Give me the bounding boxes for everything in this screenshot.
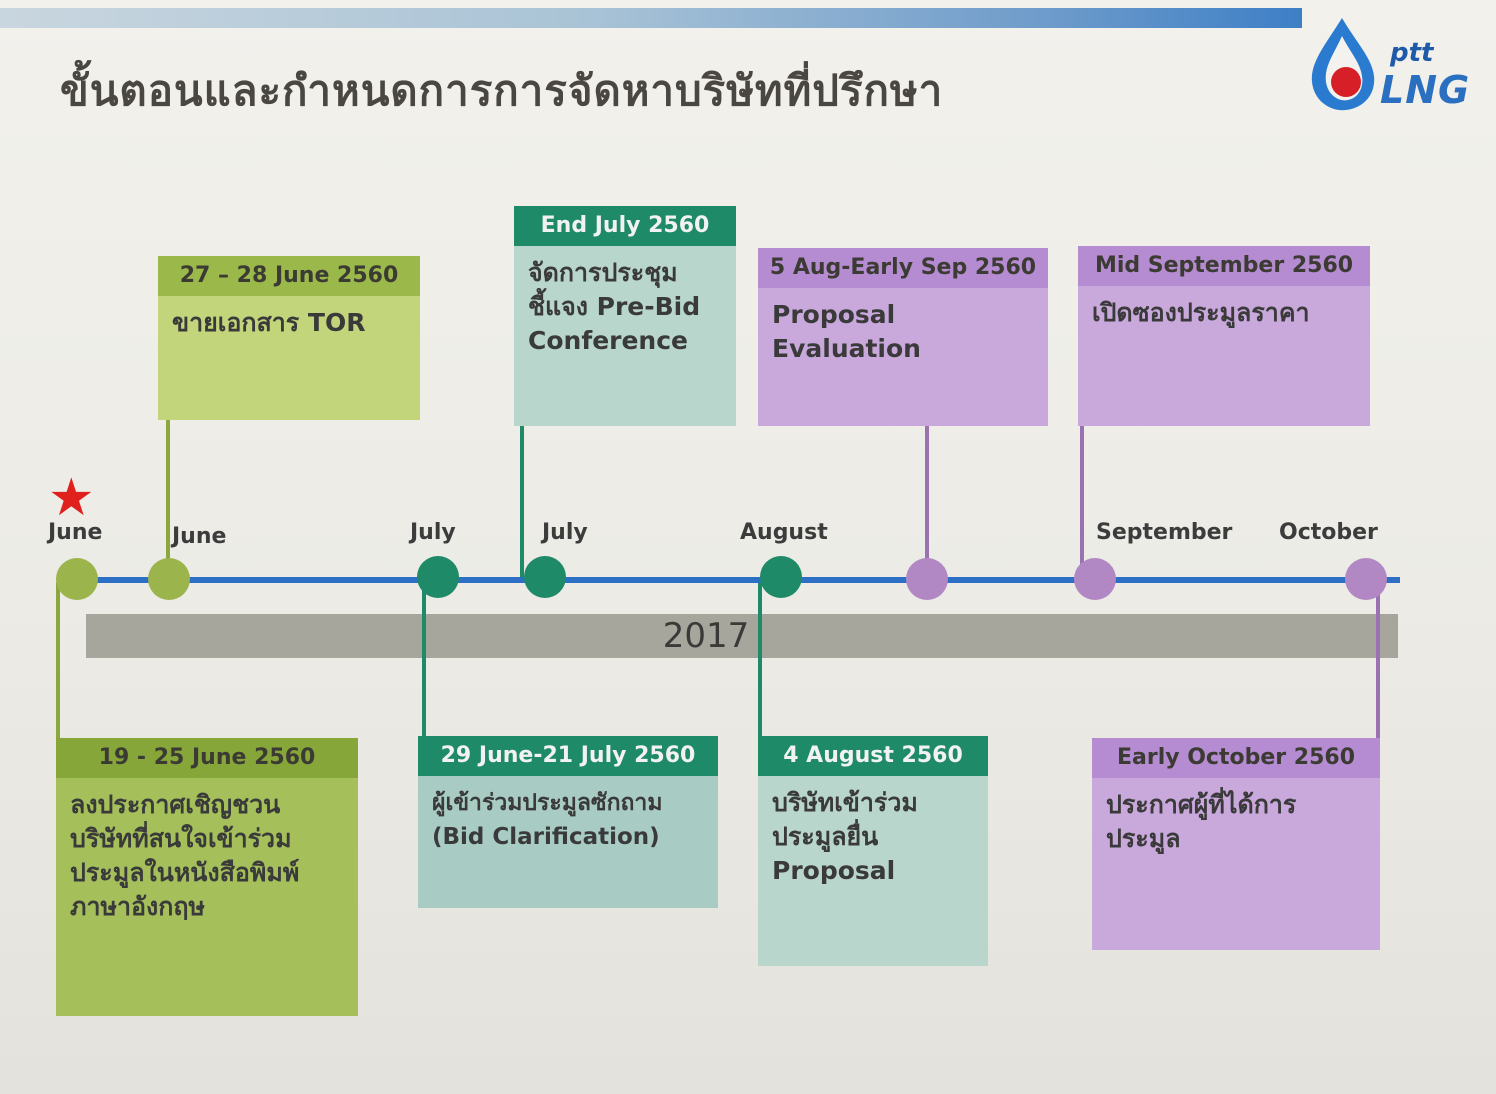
timeline-dot <box>760 556 802 598</box>
year-label: 2017 <box>662 616 750 656</box>
timeline-dot <box>906 558 948 600</box>
milestone-text: จัดการประชุม ชี้แจง Pre-Bid Conference <box>514 246 736 368</box>
timeline-dot <box>417 556 459 598</box>
milestone-line: ประมูลในหนังสือพิมพ์ <box>70 858 300 887</box>
milestone-line: ประกาศผู้ที่ได้การ <box>1106 790 1297 819</box>
start-star-icon: ★ <box>48 468 95 528</box>
milestone-line: จัดการประชุม <box>528 258 678 287</box>
milestone-line: (Bid Clarification) <box>432 824 660 850</box>
milestone-card-prebid: End July 2560 จัดการประชุม ชี้แจง Pre-Bi… <box>514 206 736 426</box>
milestone-date: 4 August 2560 <box>758 736 988 776</box>
milestone-card-price-open: Mid September 2560 เปิดซองประมูลราคา <box>1078 246 1370 426</box>
ptt-flame-logo-icon <box>1311 18 1375 111</box>
year-band: 2017 <box>86 614 1398 658</box>
milestone-line: ประมูลยื่น <box>772 822 879 851</box>
milestone-date: 27 – 28 June 2560 <box>158 256 420 296</box>
milestone-line: Proposal <box>772 856 896 885</box>
milestone-card-evaluation: 5 Aug-Early Sep 2560 Proposal Evaluation <box>758 248 1048 426</box>
stem-evaluation <box>925 424 929 578</box>
milestone-text: เปิดซองประมูลราคา <box>1092 298 1310 327</box>
milestone-text: Proposal Evaluation <box>758 288 1048 376</box>
milestone-date: End July 2560 <box>514 206 736 246</box>
milestone-date: Early October 2560 <box>1092 738 1380 778</box>
stem-prebid <box>520 424 524 578</box>
month-label: September <box>1096 520 1233 545</box>
timeline-dot <box>1074 558 1116 600</box>
milestone-card-tor-sale: 27 – 28 June 2560 ขายเอกสาร TOR <box>158 256 420 420</box>
milestone-text: ผู้เข้าร่วมประมูลซักถาม (Bid Clarificati… <box>418 776 718 864</box>
timeline-dot <box>148 558 190 600</box>
milestone-card-announce: 19 - 25 June 2560 ลงประกาศเชิญชวน บริษัท… <box>56 738 358 1016</box>
month-label: July <box>410 520 456 545</box>
month-label: October <box>1279 520 1378 545</box>
milestone-line: บริษัทเข้าร่วม <box>772 788 918 817</box>
milestone-line: บริษัทที่สนใจเข้าร่วม <box>70 824 292 853</box>
month-label: June <box>48 520 103 545</box>
milestone-date: 29 June-21 July 2560 <box>418 736 718 776</box>
milestone-line: Evaluation <box>772 334 921 363</box>
milestone-date: 5 Aug-Early Sep 2560 <box>758 248 1048 288</box>
stem-price-open <box>1080 424 1084 578</box>
stem-announce <box>56 582 60 738</box>
milestone-card-winner: Early October 2560 ประกาศผู้ที่ได้การ ปร… <box>1092 738 1380 950</box>
stem-tor-sale <box>166 420 170 578</box>
milestone-card-submit: 4 August 2560 บริษัทเข้าร่วม ประมูลยื่น … <box>758 736 988 966</box>
month-label: August <box>740 520 828 545</box>
timeline-axis <box>58 577 1400 583</box>
timeline-dot <box>56 558 98 600</box>
milestone-date: 19 - 25 June 2560 <box>56 738 358 778</box>
milestone-line: Conference <box>528 326 689 355</box>
milestone-line: ผู้เข้าร่วมประมูลซักถาม <box>432 790 663 816</box>
stem-winner <box>1376 582 1380 738</box>
logo-lng-text: LNG <box>1380 68 1471 112</box>
logo-ptt-text: ptt <box>1390 38 1434 68</box>
header-accent-bar <box>0 8 1302 28</box>
milestone-text: ประกาศผู้ที่ได้การ ประมูล <box>1092 778 1380 866</box>
milestone-line: ชี้แจง Pre-Bid <box>528 292 701 321</box>
timeline-dot <box>1345 558 1387 600</box>
milestone-line: ลงประกาศเชิญชวน <box>70 790 281 819</box>
stem-clarification <box>422 582 426 738</box>
milestone-card-clarification: 29 June-21 July 2560 ผู้เข้าร่วมประมูลซั… <box>418 736 718 908</box>
milestone-text: ขายเอกสาร TOR <box>172 308 366 337</box>
month-label: June <box>172 524 227 549</box>
ptt-lng-logo: ptt LNG <box>1306 14 1476 114</box>
stem-submit <box>758 582 762 738</box>
milestone-text: บริษัทเข้าร่วม ประมูลยื่น Proposal <box>758 776 988 898</box>
milestone-text: ลงประกาศเชิญชวน บริษัทที่สนใจเข้าร่วม ปร… <box>56 778 358 934</box>
milestone-line: ภาษาอังกฤษ <box>70 892 206 921</box>
milestone-date: Mid September 2560 <box>1078 246 1370 286</box>
month-label: July <box>542 520 588 545</box>
milestone-line: ประมูล <box>1106 824 1181 853</box>
timeline-dot <box>524 556 566 598</box>
milestone-line: Proposal <box>772 300 896 329</box>
page-title: ขั้นตอนและกำหนดการการจัดหาบริษัทที่ปรึกษ… <box>60 66 944 115</box>
